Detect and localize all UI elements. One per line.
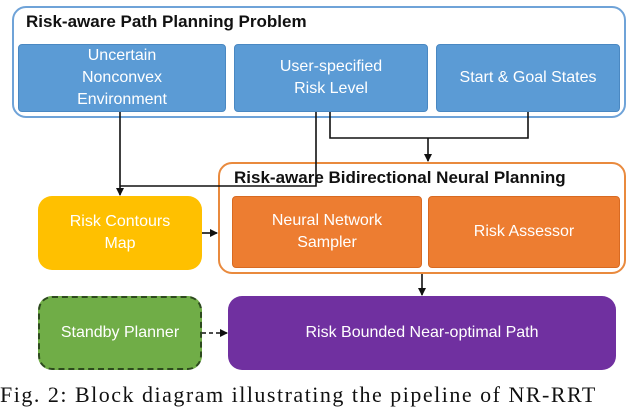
neural-network-sampler-label: Neural Network Sampler	[271, 212, 383, 251]
user-specified-risk-level-box: User-specified Risk Level	[234, 44, 428, 112]
start-goal-states-box: Start & Goal States	[436, 44, 620, 112]
standby-planner-label: Standby Planner	[60, 324, 180, 341]
uncertain-nonconvex-environment-label: Uncertain Nonconvex Environment	[77, 47, 167, 108]
risk-aware-path-planning-problem-group	[12, 6, 626, 118]
risk-contours-map-box: Risk Contours Map	[38, 196, 202, 270]
top-group-title: Risk-aware Path Planning Problem	[26, 12, 307, 31]
arrow-inputs-to-planning	[329, 112, 529, 139]
arrow-risk-level-to-map	[120, 112, 317, 187]
risk-bounded-near-optimal-path-box: Risk Bounded Near-optimal Path	[228, 296, 616, 370]
start-goal-states-label: Start & Goal States	[459, 69, 597, 86]
risk-aware-bidirectional-neural-planning-group	[218, 162, 626, 274]
risk-contours-map-label: Risk Contours Map	[69, 213, 171, 252]
neural-network-sampler-box: Neural Network Sampler	[232, 196, 422, 268]
risk-bounded-near-optimal-path-label: Risk Bounded Near-optimal Path	[305, 324, 539, 341]
standby-planner-box: Standby Planner	[38, 296, 202, 370]
figure-caption: Fig. 2: Block diagram illustrating the p…	[0, 382, 597, 407]
uncertain-nonconvex-environment-box: Uncertain Nonconvex Environment	[18, 44, 226, 112]
risk-assessor-label: Risk Assessor	[473, 223, 575, 240]
mid-group-title: Risk-aware Bidirectional Neural Planning	[234, 168, 566, 187]
user-specified-risk-level-label: User-specified Risk Level	[279, 58, 383, 97]
risk-assessor-box: Risk Assessor	[428, 196, 620, 268]
